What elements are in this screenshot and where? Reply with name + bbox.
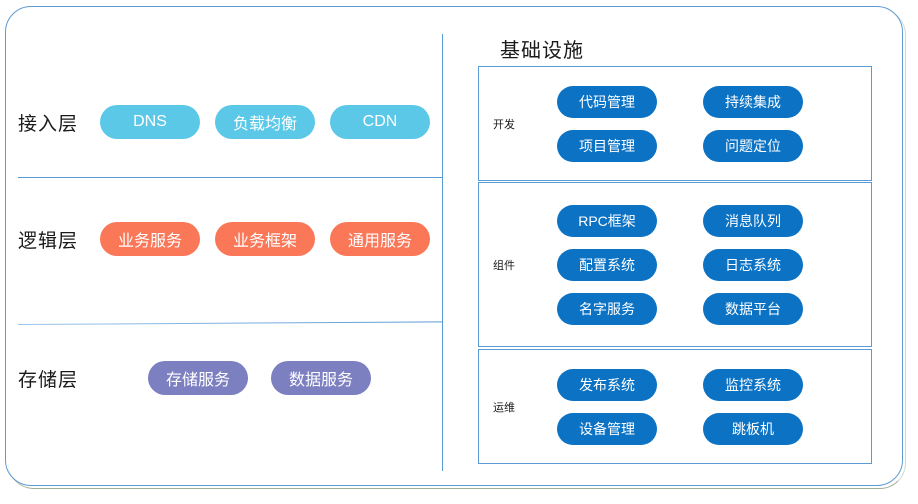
group-items-development: 代码管理 持续集成 项目管理 问题定位	[545, 67, 865, 180]
pill-storage-service[interactable]: 存储服务	[148, 361, 248, 395]
pill-common-service[interactable]: 通用服务	[330, 222, 430, 256]
group-items-operations: 发布系统 监控系统 设备管理 跳板机	[545, 350, 865, 463]
pill-data-service[interactable]: 数据服务	[271, 361, 371, 395]
pill-code-management[interactable]: 代码管理	[557, 85, 657, 118]
divider-access-logic	[18, 177, 442, 179]
pill-data-platform[interactable]: 数据平台	[703, 292, 803, 325]
group-row: 项目管理 问题定位	[545, 129, 865, 162]
pill-naming-service[interactable]: 名字服务	[557, 292, 657, 325]
pill-rpc-framework[interactable]: RPC框架	[557, 204, 657, 237]
pill-business-service[interactable]: 业务服务	[100, 222, 200, 256]
pill-jump-server[interactable]: 跳板机	[703, 412, 803, 445]
layer-row-access: 接入层 DNS 负载均衡 CDN	[18, 105, 445, 139]
group-box-operations: 运维 发布系统 监控系统 设备管理 跳板机	[478, 349, 872, 464]
pill-continuous-integration[interactable]: 持续集成	[703, 85, 803, 118]
layer-label-access: 接入层	[18, 113, 79, 135]
group-items-components: RPC框架 消息队列 配置系统 日志系统 名字服务 数据平台	[545, 183, 865, 346]
pill-load-balancer[interactable]: 负载均衡	[215, 105, 315, 139]
infrastructure-panel: 基础设施 开发 代码管理 持续集成 项目管理 问题定位 组件 RPC框架	[460, 16, 890, 476]
group-box-components: 组件 RPC框架 消息队列 配置系统 日志系统 名字服务 数据平台	[478, 182, 872, 347]
layer-row-logic: 逻辑层 业务服务 业务框架 通用服务	[18, 222, 445, 256]
group-row: 代码管理 持续集成	[545, 85, 865, 118]
group-row: 配置系统 日志系统	[545, 248, 865, 281]
layer-row-storage: 存储层 存储服务 数据服务	[18, 361, 394, 395]
pill-device-management[interactable]: 设备管理	[557, 412, 657, 445]
group-label-operations: 运维	[493, 401, 515, 414]
pill-monitoring-system[interactable]: 监控系统	[703, 368, 803, 401]
group-row: 名字服务 数据平台	[545, 292, 865, 325]
group-row: RPC框架 消息队列	[545, 204, 865, 237]
divider-left-right-panels	[442, 34, 443, 471]
pill-release-system[interactable]: 发布系统	[557, 368, 657, 401]
pill-project-management[interactable]: 项目管理	[557, 129, 657, 162]
group-label-components: 组件	[493, 259, 515, 272]
pill-dns[interactable]: DNS	[100, 105, 200, 139]
layer-label-logic: 逻辑层	[18, 230, 79, 252]
group-box-development: 开发 代码管理 持续集成 项目管理 问题定位	[478, 66, 872, 181]
layer-label-storage: 存储层	[18, 369, 79, 391]
pill-log-system[interactable]: 日志系统	[703, 248, 803, 281]
group-label-development: 开发	[493, 118, 515, 131]
pill-cdn[interactable]: CDN	[330, 105, 430, 139]
pill-issue-tracking[interactable]: 问题定位	[703, 129, 803, 162]
pill-business-framework[interactable]: 业务框架	[215, 222, 315, 256]
pill-config-system[interactable]: 配置系统	[557, 248, 657, 281]
group-row: 设备管理 跳板机	[545, 412, 865, 445]
group-row: 发布系统 监控系统	[545, 368, 865, 401]
infrastructure-title: 基础设施	[500, 40, 584, 62]
pill-message-queue[interactable]: 消息队列	[703, 204, 803, 237]
